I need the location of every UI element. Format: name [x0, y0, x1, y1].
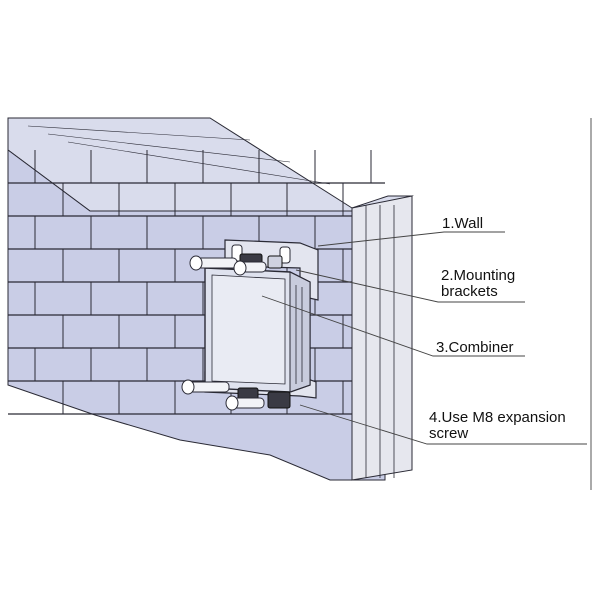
- label-wall: 1.Wall: [442, 215, 484, 232]
- leader-line-combiner: [261, 295, 525, 357]
- expansion-screw-top-left: [189, 255, 238, 271]
- wall-side-layers: [365, 205, 395, 478]
- top-course-line: [67, 141, 331, 185]
- leader-line-expansion-screw: [299, 404, 587, 445]
- leader-line-wall: [317, 231, 505, 247]
- label-expansion-screw: 4.Use M8 expansion screw: [429, 409, 566, 442]
- wall-top-courses: [27, 125, 331, 185]
- label-combiner: 3.Combiner: [436, 339, 514, 356]
- expansion-screw-bottom-center: [225, 395, 265, 411]
- leader-line-mounting-brackets: [295, 269, 525, 303]
- top-course-line: [27, 125, 251, 141]
- label-mounting-brackets: 2.Mounting brackets: [441, 267, 516, 300]
- expansion-screw-bottom-left: [181, 379, 230, 395]
- top-course-line: [47, 133, 291, 163]
- combiner-box: [204, 267, 311, 393]
- expansion-screw-top-center: [233, 260, 267, 276]
